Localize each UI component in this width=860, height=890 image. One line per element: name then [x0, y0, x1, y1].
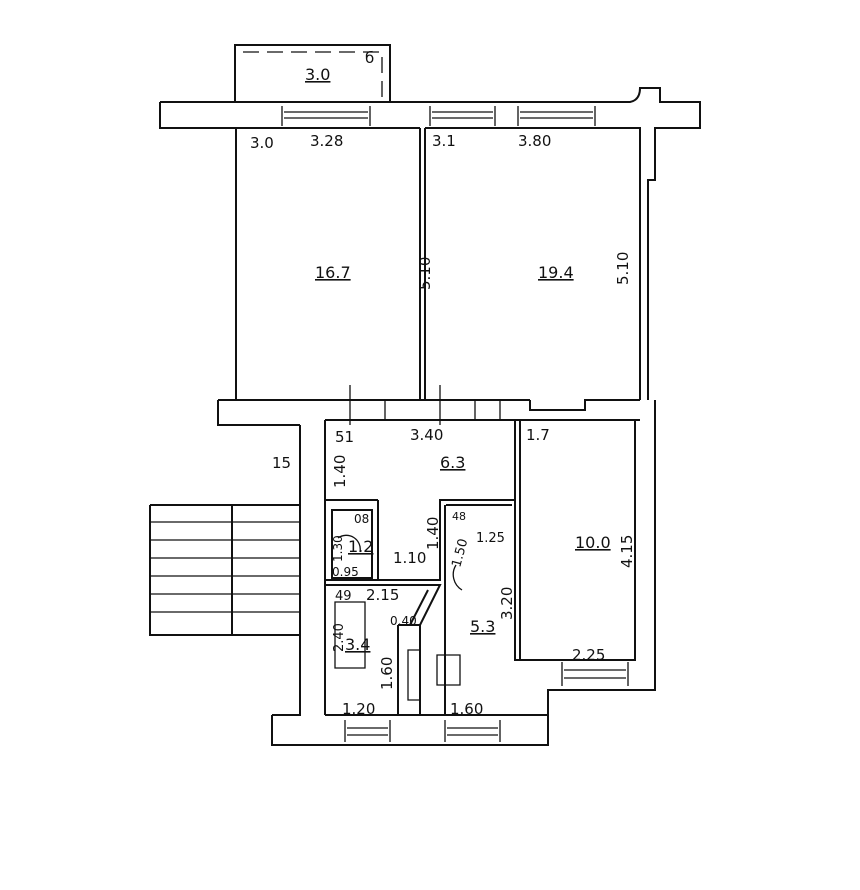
- dimension: 3.40: [410, 426, 443, 444]
- room-area: 10.0: [575, 533, 611, 552]
- dimension: 5.10: [416, 257, 434, 290]
- dimension: 08: [354, 512, 369, 526]
- dimension: 2.25: [572, 646, 605, 664]
- dimension: 49: [335, 589, 352, 604]
- dimension: 1.60: [450, 700, 483, 718]
- windows: [281, 106, 629, 742]
- dimension: 2.15: [366, 586, 399, 604]
- dimension: 3.0: [250, 134, 274, 152]
- room-area: 3.4: [345, 635, 370, 654]
- room-area: 1.2: [348, 537, 373, 556]
- dimension: 1.60: [378, 657, 396, 690]
- balcony-mark: б: [365, 49, 374, 67]
- dimension: 1.30: [331, 535, 345, 562]
- balcony-outline: [234, 44, 391, 102]
- dimension: 1.7: [526, 426, 550, 444]
- room-area: 19.4: [538, 263, 574, 282]
- staircase: [149, 504, 300, 636]
- dimension: 3.1: [432, 132, 456, 150]
- dimension: 48: [452, 510, 466, 523]
- dimension: 5.10: [614, 252, 632, 285]
- dimension: 1.20: [342, 700, 375, 718]
- dimension: 3.28: [310, 132, 343, 150]
- room-area: 6.3: [440, 453, 465, 472]
- dimension: 1.10: [393, 549, 426, 567]
- walls: [159, 44, 701, 746]
- room-area: 5.3: [470, 617, 495, 636]
- room-area-labels: 3.0 б 16.7 19.4 6.3 10.0 1.2 3.4 5.3: [305, 49, 611, 654]
- room-area: 16.7: [315, 263, 351, 282]
- dimension-labels: 3.0 3.28 3.1 3.80 5.10 5.10 3.40 1.40 51…: [250, 132, 636, 718]
- dimension: 0.95: [332, 565, 359, 579]
- dimension: 3.80: [518, 132, 551, 150]
- dimension: 4.15: [618, 535, 636, 568]
- dimension: 1.25: [476, 531, 505, 546]
- dimension: 3.20: [498, 587, 516, 620]
- dimension: 51: [335, 428, 354, 446]
- room-area: 3.0: [305, 65, 330, 84]
- dimension: 0.40: [390, 614, 417, 628]
- dimension: 1.40: [331, 455, 349, 488]
- dimension: 1.40: [424, 517, 442, 550]
- dimension: 1.50: [449, 537, 471, 569]
- dimension: 15: [272, 454, 291, 472]
- dimension: 2.40: [332, 623, 347, 652]
